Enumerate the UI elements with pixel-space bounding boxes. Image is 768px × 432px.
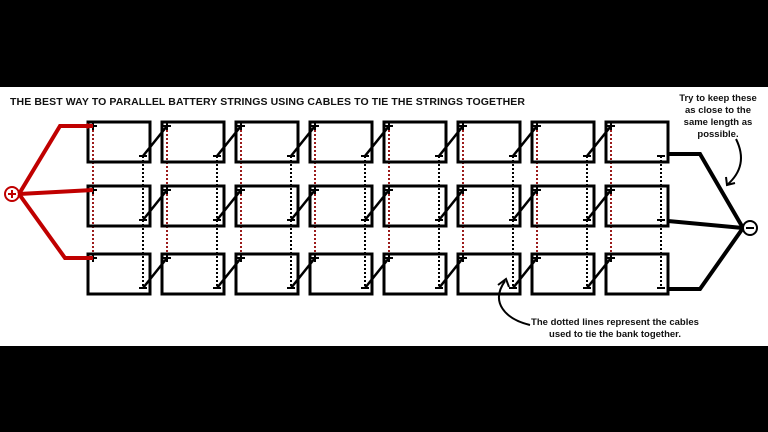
positive-terminal-icon: [163, 186, 171, 194]
positive-terminal-icon: [459, 254, 467, 262]
positive-terminal-icon: [237, 122, 245, 130]
positive-terminal-icon: [533, 186, 541, 194]
arrow-icon: [87, 123, 93, 129]
positive-terminal-icon: [459, 186, 467, 194]
battery: [456, 120, 522, 164]
note-line: The dotted lines represent the cables: [531, 317, 699, 328]
positive-terminal-icon: [533, 254, 541, 262]
battery: [234, 252, 300, 296]
battery: [604, 252, 670, 296]
annotation-arrow: [498, 280, 531, 326]
note-line: used to tie the bank together.: [549, 329, 681, 340]
positive-terminal-icon: [607, 254, 615, 262]
positive-terminal-icon: [385, 186, 393, 194]
note-line: Try to keep these: [679, 93, 757, 104]
positive-terminal-icon: [385, 254, 393, 262]
note-line: as close to the: [685, 105, 751, 116]
positive-terminal-icon: [311, 254, 319, 262]
note-line: possible.: [697, 129, 739, 140]
positive-terminal-icon: [459, 122, 467, 130]
length-note: Try to keep these as close to the same l…: [662, 93, 768, 141]
battery: [382, 184, 448, 228]
positive-cable: [17, 124, 93, 196]
positive-terminal-icon: [237, 186, 245, 194]
battery: [86, 184, 152, 228]
positive-terminal-icon: [163, 122, 171, 130]
arrow-head-icon: [725, 176, 736, 187]
annotation-arrow: [726, 138, 743, 186]
battery: [382, 120, 448, 164]
battery: [456, 184, 522, 228]
battery: [160, 120, 226, 164]
positive-terminal-icon: [607, 186, 615, 194]
positive-terminal-icon: [311, 122, 319, 130]
battery: [456, 252, 522, 296]
battery: [234, 120, 300, 164]
battery: [160, 252, 226, 296]
battery: [530, 184, 596, 228]
note-line: same length as: [683, 117, 753, 128]
battery: [86, 120, 152, 164]
battery: [530, 252, 596, 296]
battery: [308, 184, 374, 228]
battery: [86, 252, 152, 296]
positive-terminal-icon: [311, 186, 319, 194]
plus-icon: [8, 190, 16, 198]
negative-cable: [668, 226, 745, 291]
diagram-canvas: THE BEST WAY TO PARALLEL BATTERY STRINGS…: [0, 87, 768, 346]
positive-terminal-icon: [385, 122, 393, 130]
battery: [160, 184, 226, 228]
battery-diagram: [4, 120, 758, 326]
positive-terminal-icon: [163, 254, 171, 262]
battery: [234, 184, 300, 228]
battery: [604, 184, 670, 228]
positive-cable: [17, 192, 93, 260]
dotted-lines-note: The dotted lines represent the cables us…: [520, 317, 710, 341]
battery: [604, 120, 670, 164]
positive-terminal-icon: [607, 122, 615, 130]
negative-cable: [668, 152, 745, 230]
negative-cable: [667, 219, 744, 230]
positive-terminal-icon: [533, 122, 541, 130]
battery: [382, 252, 448, 296]
arrow-head-icon: [497, 277, 510, 288]
positive-cable: [18, 188, 94, 196]
diagram-title: THE BEST WAY TO PARALLEL BATTERY STRINGS…: [10, 96, 526, 108]
battery: [530, 120, 596, 164]
positive-terminal-icon: [237, 254, 245, 262]
battery: [308, 252, 374, 296]
battery: [308, 120, 374, 164]
